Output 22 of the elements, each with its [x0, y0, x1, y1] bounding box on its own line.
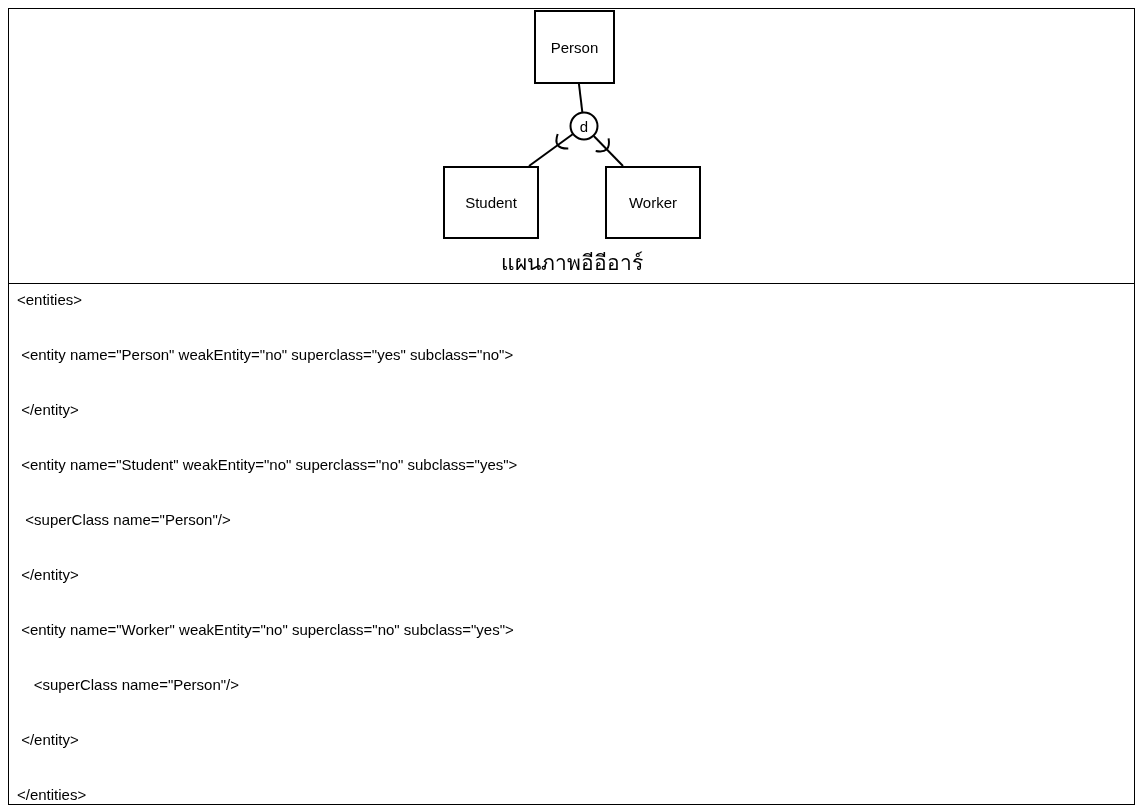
code-line: </entity>: [20, 731, 79, 748]
subset-line: [528, 133, 574, 167]
node-text: d: [579, 117, 589, 135]
code-line: <entity name="Worker" weakEntity="no" superclass="no" subclass="yes">: [20, 621, 514, 638]
code-line: </entity>: [20, 566, 79, 583]
disjoint-circle: [569, 111, 599, 141]
code-line: <entity name="Student" weakEntity="no" superclass="no" subclass="yes">: [20, 456, 518, 473]
entity-box: [605, 166, 701, 239]
code-line: </entity>: [20, 401, 79, 418]
subset-line: [592, 135, 624, 167]
node-text: Person: [550, 38, 599, 56]
connector-line: [577, 83, 584, 114]
code-line: <entities>: [17, 291, 83, 308]
code-line: <superClass name="Person"/>: [24, 511, 231, 528]
code-line: </entities>: [17, 786, 87, 803]
code-line: <entity name="Person" weakEntity="no" superclass="yes" subclass="no">: [20, 346, 514, 363]
entity-box: [443, 166, 539, 239]
node-text: Worker: [628, 194, 678, 211]
code-line: <superClass name="Person"/>: [32, 676, 239, 693]
node-text: Student: [465, 194, 517, 211]
caption: แผนภาพอีอีอาร์: [500, 251, 643, 275]
entity-box: [534, 10, 615, 84]
